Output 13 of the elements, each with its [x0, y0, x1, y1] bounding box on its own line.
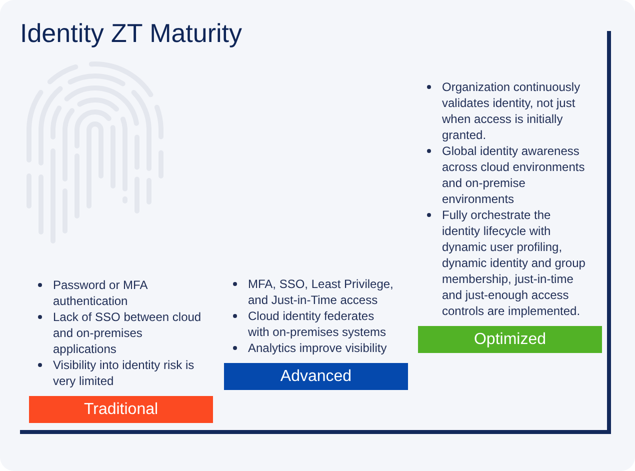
bullet-text: Visibility into identity risk is very limited [53, 357, 196, 389]
bullet-text: Cloud identity federates with on-premises systems [248, 308, 388, 340]
level-bar: Optimized [418, 326, 602, 353]
bullet-text: Fully orchestrate the identity lifecycle with dynamic user profiling, dynamic identity and group membership, just-in-time and just-enough access controls are implemented. [442, 207, 586, 319]
bullet-text: Global identity awareness across cloud environments and on-premise environments [442, 143, 586, 207]
bullet-text: Analytics improve visibility [248, 340, 388, 356]
level-bar: Traditional [29, 396, 213, 423]
title: Identity ZT Maturity [20, 17, 242, 49]
bullet-text: Organization continuously validates identity, not just when access is initially granted. [442, 79, 582, 143]
level-bar: Advanced [224, 363, 408, 390]
bullet-text: Password or MFA authentication [53, 277, 149, 309]
bullet-text: Lack of SSO between cloud and on-premises applications [53, 309, 202, 357]
bullet-text: MFA, SSO, Least Privilege, and Just-in-Time access [248, 276, 394, 308]
